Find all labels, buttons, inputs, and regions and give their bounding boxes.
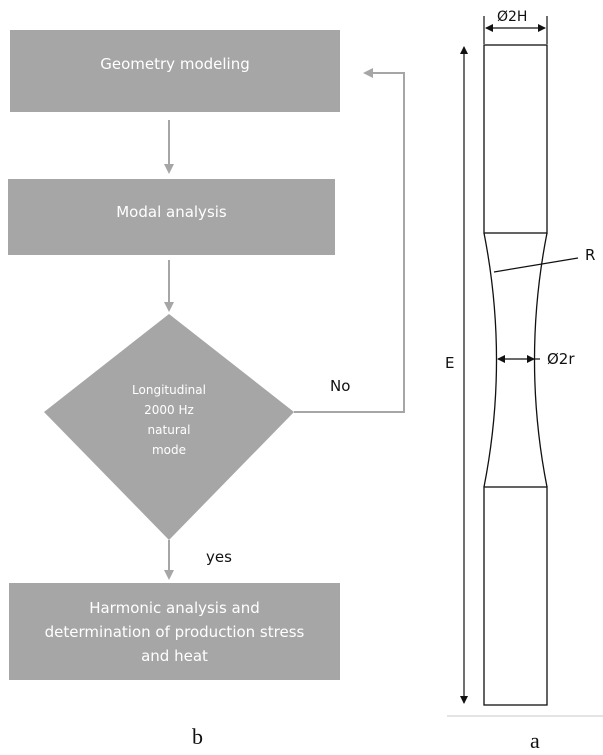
harmonic-line-3: and heat [141,646,208,665]
geometry-modeling-label: Geometry modeling [100,55,250,73]
decision-line-3: natural [147,423,191,437]
harmonic-analysis-box: Harmonic analysis and determination of p… [9,583,340,680]
arrow-no-loop [294,68,405,413]
neck-diameter-label: Ø2r [547,350,575,368]
yes-label: yes [206,548,232,566]
decision-line-1: Longitudinal [132,383,206,397]
head-diameter-dimension [483,16,548,44]
decision-label: Longitudinal 2000 Hz natural mode [104,380,234,460]
length-label: E [445,354,455,372]
harmonic-line-1: Harmonic analysis and [89,598,260,617]
radius-label: R [585,246,596,264]
modal-analysis-label: Modal analysis [116,203,227,221]
caption-b: b [192,724,203,749]
decision-diamond [44,314,294,540]
decision-line-2: 2000 Hz [144,403,194,417]
specimen-outline [483,44,548,706]
no-label: No [330,377,351,395]
geometry-modeling-box: Geometry modeling [10,30,340,112]
head-diameter-label: Ø2H [495,9,530,25]
modal-analysis-box: Modal analysis [8,179,335,255]
decision-line-4: mode [151,443,187,457]
caption-a: a [530,728,540,753]
radius-leader [493,257,579,273]
harmonic-line-2: determination of production stress [44,622,305,641]
